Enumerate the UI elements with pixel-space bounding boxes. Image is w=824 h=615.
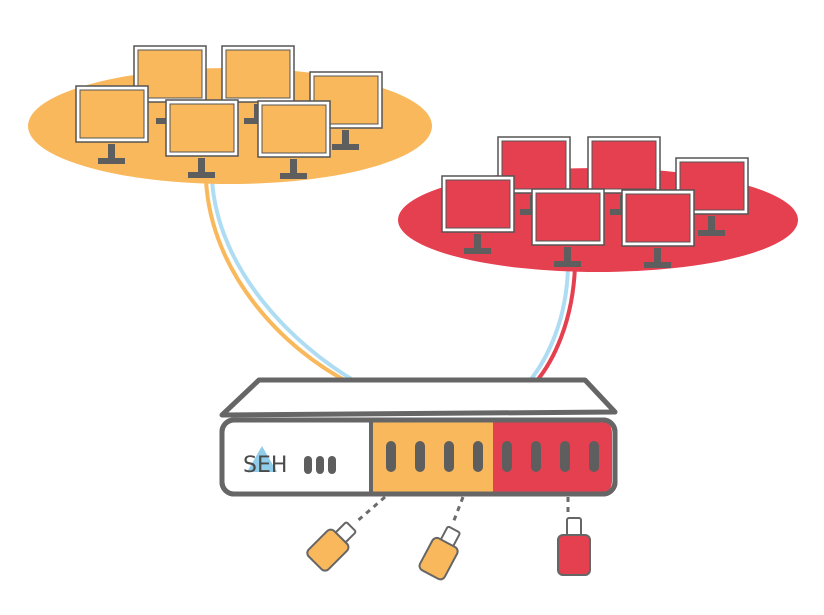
monitor-icon: [165, 99, 239, 178]
status-led: [328, 456, 336, 474]
device-top: [219, 377, 618, 418]
red-network: [398, 136, 798, 272]
monitor-icon: [75, 85, 149, 164]
usb-dongle-icon: [557, 517, 591, 576]
port-slot: [589, 441, 599, 472]
usb-connectors: [354, 495, 570, 525]
brand-label: SEH: [243, 453, 287, 478]
logo-triangle-icon: [247, 446, 277, 472]
port-slot: [444, 441, 454, 472]
monitor-icon: [441, 175, 515, 254]
usb-dongle-icon: [418, 525, 461, 581]
status-led: [316, 456, 324, 474]
usb-dongle-icon: [306, 521, 357, 572]
red-network-cable: [526, 265, 577, 385]
port-slot: [386, 441, 396, 472]
orange-network-cable: [204, 179, 359, 385]
monitor-icon: [531, 188, 605, 267]
port-slot: [560, 441, 570, 472]
port-slot: [415, 441, 425, 472]
red-port-panel: [493, 422, 612, 492]
usb-device-server: SEH: [219, 377, 618, 497]
monitor-icon: [257, 100, 331, 179]
port-slots: [386, 441, 599, 472]
port-slot: [531, 441, 541, 472]
status-leds: [304, 456, 336, 474]
port-slot: [502, 441, 512, 472]
port-slot: [473, 441, 483, 472]
monitor-icon: [587, 136, 661, 215]
status-led: [304, 456, 312, 474]
monitor-icon: [621, 189, 695, 268]
orange-network: [28, 45, 432, 184]
